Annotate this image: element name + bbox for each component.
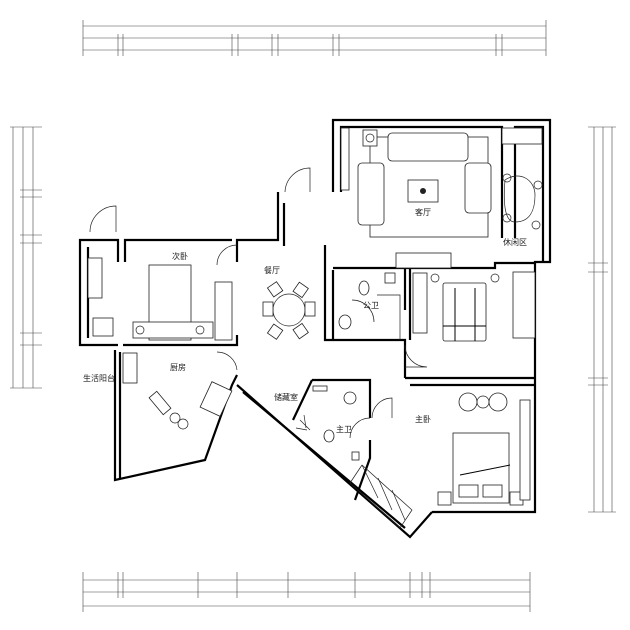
sofa-back-icon <box>387 132 469 162</box>
label-kitchen: 厨房 <box>170 362 186 372</box>
armchair-right-icon <box>464 162 492 214</box>
left-dimension-lines <box>10 126 42 389</box>
fridge-icon <box>199 381 233 417</box>
stove-icon <box>148 390 172 416</box>
label-leisure-area: 休闲区 <box>503 237 527 247</box>
toilet-icon <box>358 280 370 296</box>
bottom-dimension-lines <box>82 572 531 612</box>
label-dining-room: 餐厅 <box>264 266 280 275</box>
public-bathroom-fixtures <box>338 272 401 340</box>
wardrobe-icon <box>214 281 233 341</box>
label-utility-balcony: 生活阳台 <box>83 373 115 383</box>
shower-icon <box>295 414 311 431</box>
walls <box>78 118 552 539</box>
basin-icon-2 <box>343 391 357 405</box>
leisure-table-icon <box>503 175 536 223</box>
diagonal-cabinet <box>349 464 413 529</box>
label-master-bedroom: 主卧 <box>415 414 431 424</box>
armchair-left-icon <box>357 162 385 226</box>
basin-icon <box>338 314 352 330</box>
label-living-room: 客厅 <box>415 207 431 217</box>
sink-icon <box>122 352 138 384</box>
top-dimension-lines <box>82 20 547 56</box>
doors <box>89 167 428 439</box>
middle-bedroom-furniture <box>412 271 536 342</box>
label-second-bedroom: 次卧 <box>172 251 188 261</box>
master-bedroom-furniture <box>437 392 531 506</box>
lounge-chair-icon-2 <box>488 392 508 412</box>
balcony-cabinet-icon <box>87 257 103 299</box>
second-bedroom-furniture <box>87 257 233 341</box>
wardrobe-icon-4 <box>519 399 531 501</box>
label-storage: 储藏室 <box>274 392 298 402</box>
label-public-bathroom: 公卫 <box>363 301 379 310</box>
label-master-bathroom: 主卫 <box>336 424 352 434</box>
lounge-chair-icon <box>458 392 478 412</box>
toilet-icon-2 <box>323 429 335 443</box>
room-labels: 客厅 休闲区 次卧 餐厅 公卫 生活阳台 厨房 储藏室 主卫 主卧 <box>83 207 527 434</box>
bed-icon-2 <box>442 282 487 342</box>
living-room-furniture <box>340 127 543 269</box>
cabinet-icon <box>340 127 350 191</box>
appliance-icon <box>92 317 114 337</box>
cabinet-icon-2 <box>501 127 543 145</box>
wardrobe-icon-3 <box>512 271 536 339</box>
side-table-icon <box>362 129 378 147</box>
dining-table-icon <box>262 281 316 340</box>
master-bathroom-fixtures <box>295 385 360 461</box>
right-dimension-lines <box>588 126 616 513</box>
wardrobe-icon-2 <box>412 272 428 334</box>
kitchen-furniture <box>122 352 233 430</box>
tv-cabinet-icon <box>395 252 452 269</box>
